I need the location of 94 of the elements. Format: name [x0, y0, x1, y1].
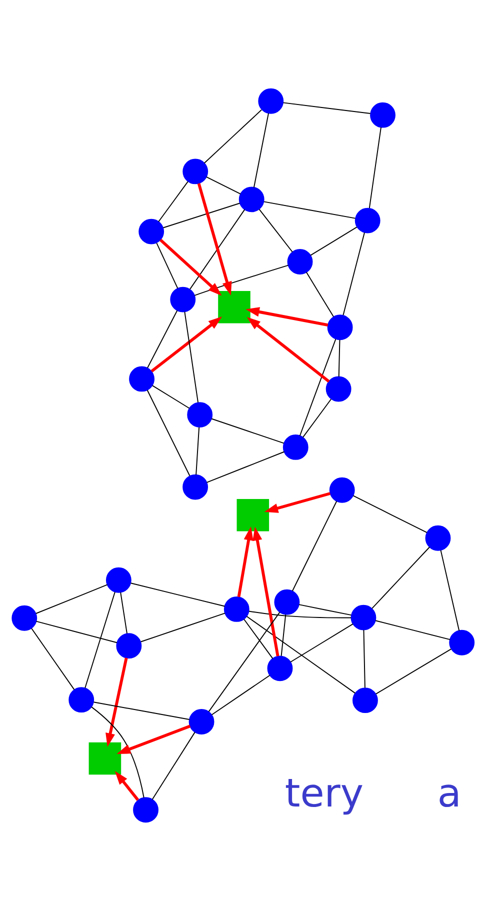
label: a	[437, 770, 462, 816]
node-circle	[170, 286, 196, 312]
node-circle	[350, 604, 376, 630]
node-circle	[188, 708, 214, 734]
arrow	[197, 182, 232, 295]
node-circle	[327, 314, 353, 340]
connector	[372, 546, 430, 608]
connector	[302, 398, 332, 438]
connector	[184, 310, 199, 402]
connector	[120, 591, 128, 634]
node-circle	[449, 629, 475, 655]
node-circle	[354, 207, 380, 233]
connector	[196, 426, 200, 475]
connector	[248, 610, 352, 618]
connector	[211, 418, 284, 444]
node-circle	[329, 476, 355, 502]
arrow	[237, 526, 254, 597]
connector	[158, 180, 188, 222]
node-circle	[106, 566, 132, 592]
node-circle	[116, 632, 142, 658]
node-circle	[370, 102, 396, 128]
connector	[306, 271, 334, 317]
connector	[246, 615, 356, 694]
connector	[140, 612, 226, 642]
connector	[146, 389, 190, 476]
node-circle	[267, 655, 293, 681]
connector	[211, 674, 270, 715]
connector	[338, 338, 340, 377]
connector	[290, 622, 354, 662]
node-circle	[129, 366, 154, 392]
arrow	[252, 526, 280, 656]
node-circle	[326, 376, 352, 402]
label: tery	[284, 770, 364, 816]
connector	[253, 112, 269, 188]
connector	[156, 242, 178, 288]
connector	[375, 620, 450, 640]
node-circle	[287, 248, 313, 274]
connector	[298, 604, 352, 616]
connector	[152, 384, 190, 408]
connector	[162, 202, 240, 228]
node-box	[218, 290, 250, 323]
arrow	[106, 657, 128, 746]
arrow	[264, 492, 330, 512]
arrow	[160, 238, 222, 296]
node-circle	[238, 186, 264, 212]
node-circle	[12, 604, 38, 630]
arrow	[246, 316, 330, 382]
connector	[36, 620, 118, 643]
connector	[280, 614, 286, 656]
node-circle	[182, 474, 208, 500]
connector	[282, 102, 371, 114]
connector	[258, 208, 293, 252]
connector	[130, 582, 226, 606]
connector	[206, 450, 285, 482]
node-circle	[187, 402, 213, 428]
arrow	[246, 306, 328, 326]
node-box	[236, 498, 270, 531]
connector	[375, 648, 452, 694]
connector	[189, 208, 246, 290]
connector	[204, 108, 262, 164]
connector	[352, 494, 428, 533]
node-circle	[352, 687, 378, 713]
node-box	[88, 742, 122, 774]
node-circle	[425, 524, 451, 550]
node-circle	[258, 88, 284, 114]
connector	[342, 232, 365, 316]
connector	[368, 126, 382, 208]
node-circle	[182, 158, 208, 184]
arrow	[116, 724, 191, 754]
connector	[244, 618, 274, 659]
arrow	[114, 770, 140, 800]
connector	[93, 701, 190, 720]
arrow	[150, 316, 222, 372]
connector	[194, 264, 289, 296]
connector	[35, 584, 108, 614]
node-circle	[68, 686, 94, 712]
connector	[440, 549, 460, 631]
connector	[147, 310, 178, 368]
connector	[208, 611, 280, 712]
connector	[292, 500, 338, 591]
connector	[31, 628, 75, 690]
connector	[206, 176, 241, 194]
node-circle	[224, 596, 250, 622]
connector	[91, 706, 144, 798]
connector	[264, 200, 356, 218]
node-circle	[282, 434, 308, 460]
connector	[84, 591, 116, 688]
node-circle	[138, 218, 164, 244]
connector	[363, 628, 366, 688]
connector	[310, 226, 358, 256]
node-circle	[274, 588, 300, 614]
node-circle	[133, 796, 158, 822]
connector	[299, 338, 336, 436]
connector	[152, 731, 196, 800]
